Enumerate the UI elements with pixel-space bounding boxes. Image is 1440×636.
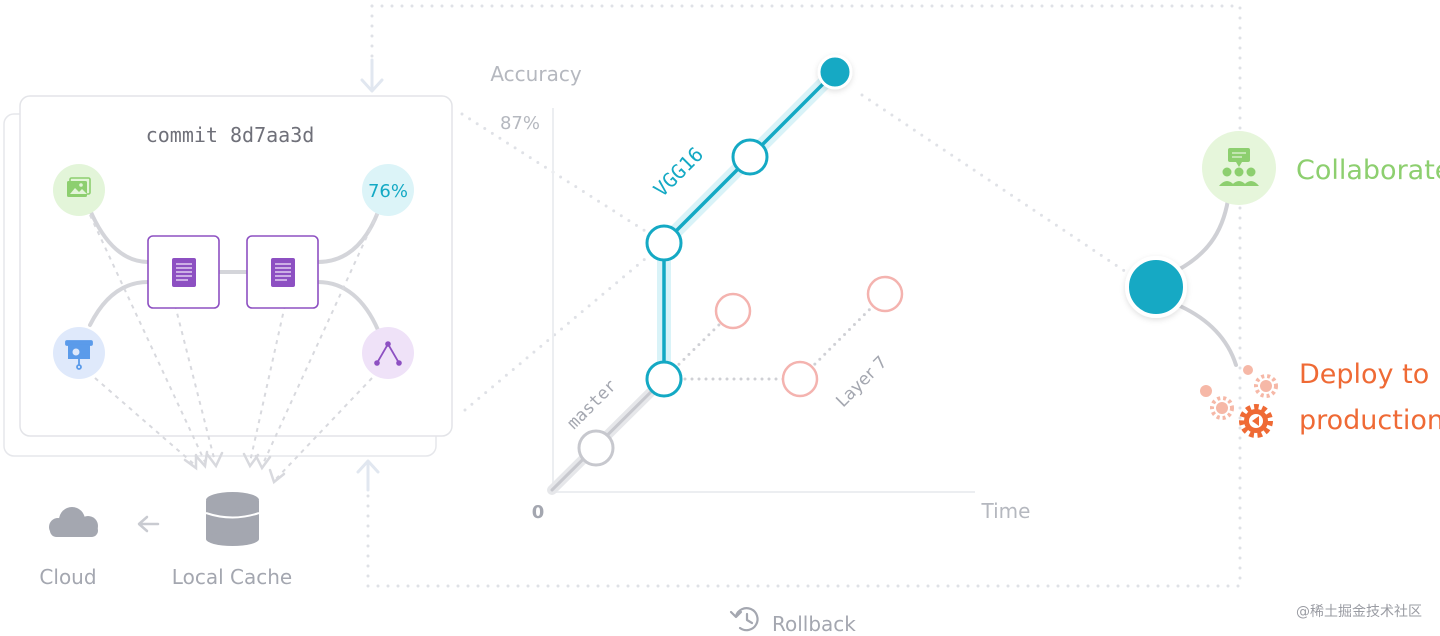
team-chat-icon <box>1219 148 1259 186</box>
image-data-node[interactable] <box>53 164 105 216</box>
small-gear-icon <box>1200 365 1253 397</box>
layer7-branch-label: Layer 7 <box>832 352 891 411</box>
vgg16-branch-label: VGG16 <box>649 142 709 202</box>
metric-node[interactable]: 76% <box>362 164 414 216</box>
presentation-node[interactable] <box>53 327 105 379</box>
action-links <box>1176 198 1238 367</box>
frame-arrows <box>356 58 384 492</box>
commit-card-stack <box>3 95 453 457</box>
commit-card[interactable] <box>19 95 453 437</box>
code-file-node-1[interactable] <box>147 235 220 309</box>
layer7-commit-point-3[interactable] <box>866 275 904 313</box>
deploy-label-line1: Deploy to <box>1299 359 1429 390</box>
y-axis-label: Accuracy <box>490 62 581 86</box>
cache-arrow-heads <box>183 450 286 485</box>
commit-label: commit 8d7aa3d <box>146 123 315 147</box>
watermark: @稀土掘金技术社区 <box>1296 604 1422 620</box>
vgg16-latest-point[interactable] <box>817 54 853 90</box>
layer7-commit-point-1[interactable] <box>714 292 752 330</box>
y-tick-label: 87% <box>500 113 540 134</box>
cloud-icon <box>49 507 98 537</box>
graph-icon <box>374 341 402 366</box>
deploy-action[interactable]: Deploy to production <box>1200 359 1440 438</box>
deploy-label-line2: production <box>1299 405 1440 436</box>
local-cache[interactable]: Local Cache <box>172 492 292 589</box>
vgg16-branch <box>657 65 842 386</box>
cloud-storage[interactable]: Cloud <box>39 507 98 589</box>
rollback-label: Rollback <box>772 612 856 636</box>
model-node[interactable] <box>362 327 414 379</box>
master-commit-point[interactable] <box>577 429 615 467</box>
deploy-gear-icon <box>1239 404 1273 438</box>
x-axis-label: Time <box>981 499 1031 523</box>
selected-model-node[interactable] <box>1125 256 1187 318</box>
history-icon <box>729 607 759 632</box>
cache-dashed-links <box>89 211 379 481</box>
metric-badge: 76% <box>368 181 408 202</box>
document-icon <box>271 258 295 287</box>
database-icon <box>205 492 260 546</box>
local-cache-label: Local Cache <box>172 565 292 589</box>
vgg16-commit-point-2[interactable] <box>731 138 769 176</box>
document-icon <box>172 258 196 287</box>
cloud-label: Cloud <box>39 565 96 589</box>
layer7-commit-point-2[interactable] <box>781 360 819 398</box>
collaborate-label: Collaborate <box>1296 155 1440 186</box>
origin-label: 0 <box>532 502 545 523</box>
chart-area: Accuracy 87% 0 Time master Layer 7 VGG16 <box>460 54 1152 523</box>
dotted-frame <box>366 4 1242 588</box>
code-file-node-2[interactable] <box>246 235 319 309</box>
collaborate-action[interactable]: Collaborate <box>1202 131 1440 205</box>
image-icon <box>67 177 91 197</box>
rollback-action[interactable]: Rollback <box>729 607 856 636</box>
sync-arrow-icon <box>137 515 160 533</box>
presentation-icon <box>65 340 93 370</box>
gears-icon <box>1200 365 1278 438</box>
chart-connectors <box>460 93 1152 412</box>
layer7-branch <box>662 292 887 381</box>
branch-point[interactable] <box>645 360 683 398</box>
vgg16-commit-point-1[interactable] <box>645 224 683 262</box>
